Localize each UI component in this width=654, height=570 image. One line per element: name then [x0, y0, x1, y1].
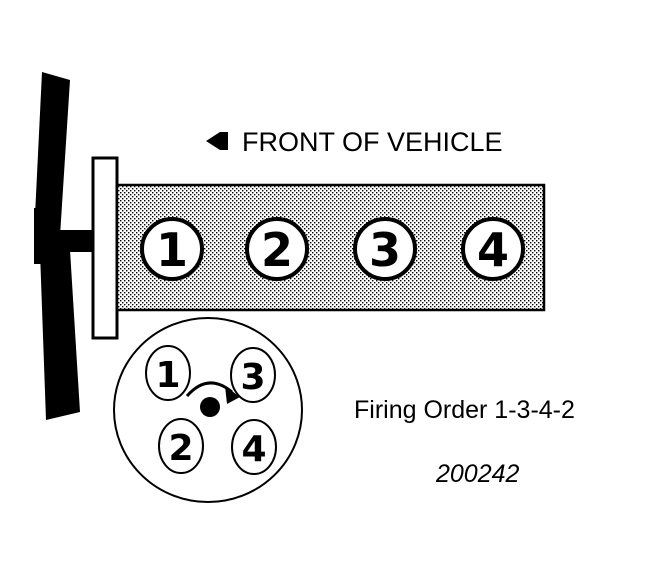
clockwise-arrow-icon: [185, 381, 240, 404]
figure-number: 200242: [435, 460, 520, 488]
cylinder-number: 3: [369, 223, 401, 277]
terminal-number: 4: [241, 429, 266, 470]
cylinder-number: 4: [477, 223, 509, 277]
distributor-terminal-1: 1: [145, 345, 191, 401]
cylinder-3: 3: [353, 217, 417, 281]
front-of-vehicle-label: FRONT OF VEHICLE: [242, 127, 503, 157]
firing-order-label: Firing Order 1-3-4-2: [354, 396, 575, 424]
terminal-number: 3: [240, 357, 265, 398]
distributor-terminal-2: 2: [158, 418, 204, 474]
rotor-center: [200, 397, 220, 417]
left-arrow-icon: [206, 132, 228, 150]
distributor-cap: 1 3 2 4: [113, 317, 303, 503]
cylinder-2: 2: [245, 217, 309, 281]
terminal-number: 2: [168, 428, 193, 469]
cylinder-number: 1: [156, 223, 188, 277]
fan-hub: [34, 208, 46, 264]
cylinder-4: 4: [461, 217, 525, 281]
cylinder-1: 1: [140, 217, 204, 281]
cylinder-number: 2: [261, 223, 293, 277]
terminal-number: 1: [155, 355, 180, 396]
water-pump-shaft: [44, 230, 96, 252]
crank-pulley: [91, 156, 119, 340]
distributor-terminal-3: 3: [230, 347, 276, 403]
distributor-terminal-4: 4: [231, 419, 277, 475]
